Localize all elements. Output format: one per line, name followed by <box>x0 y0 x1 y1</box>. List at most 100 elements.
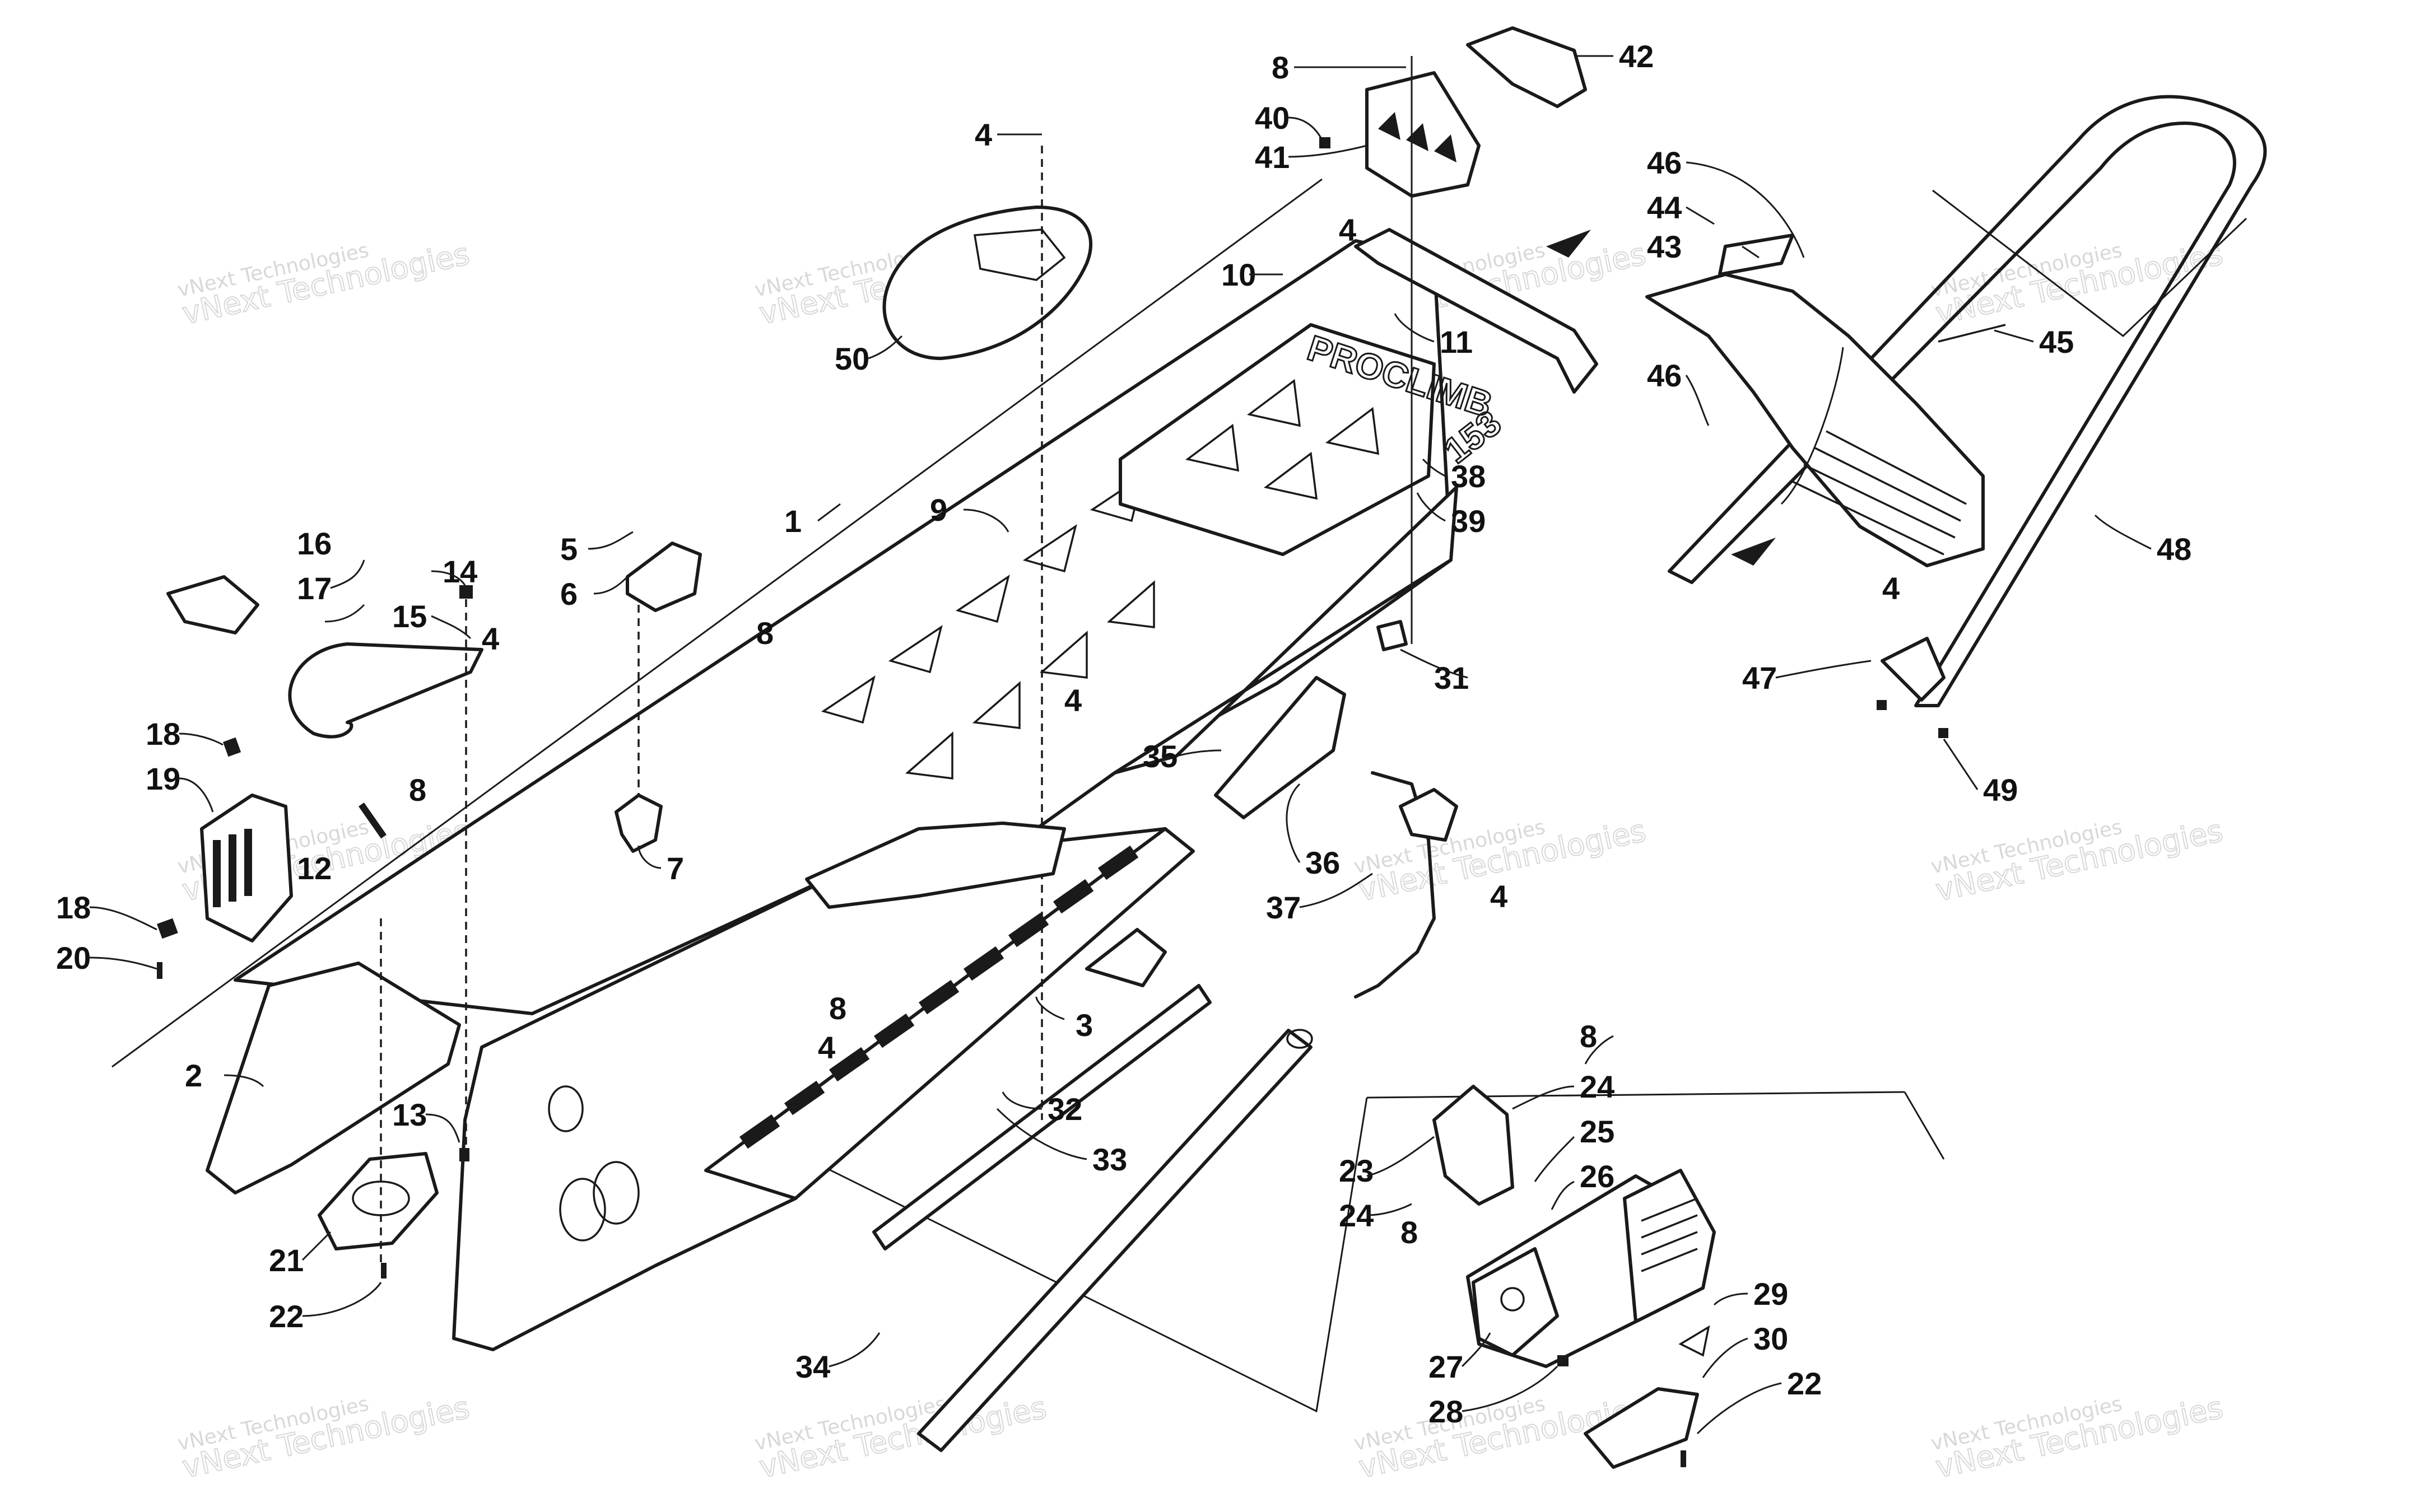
leader-line <box>1512 1085 1575 1110</box>
part-3-bracket <box>1085 928 1167 987</box>
watermark: vNext Technologies vNext Technologies <box>175 1389 473 1486</box>
part-bumper-end <box>1881 637 1946 702</box>
leader-line <box>1584 1035 1614 1065</box>
part-30-plate <box>1584 1387 1699 1469</box>
callout-label: 12 <box>297 851 332 886</box>
callout-label: 8 <box>1400 1215 1418 1250</box>
callout-label: 46 <box>1647 358 1682 393</box>
callout-label: 5 <box>560 531 578 567</box>
callout-label: 4 <box>975 117 992 152</box>
watermark: vNext Technologies vNext Technologies <box>175 236 473 332</box>
part-43-flap <box>1645 273 1985 567</box>
callout-label: 48 <box>2157 531 2191 567</box>
leader-line <box>1686 161 1805 258</box>
part-28-nut <box>1557 1355 1569 1366</box>
callout-label: 49 <box>1983 772 2018 808</box>
leader-line <box>637 845 662 869</box>
callout-label: 45 <box>2039 324 2074 360</box>
flap-ribs <box>1792 430 1967 556</box>
callout-label: 3 <box>1076 1007 1093 1043</box>
callout-label: 8 <box>1272 50 1289 85</box>
callout-label: 8 <box>829 991 846 1026</box>
part-15-handle <box>288 642 483 739</box>
part-50-bag <box>882 206 1092 360</box>
leader-line <box>1462 1365 1558 1412</box>
part-21 <box>318 1152 439 1250</box>
part-50-panel <box>973 228 1066 281</box>
leader-line <box>1551 1180 1575 1210</box>
leader-line <box>330 559 365 589</box>
callout-label: 22 <box>269 1299 304 1334</box>
leader-line <box>89 956 157 970</box>
part-20-screw <box>157 962 162 979</box>
callout-label: 29 <box>1753 1276 1788 1312</box>
leader-line <box>1780 347 1844 505</box>
right-parts <box>1645 95 2267 738</box>
callout-label: 6 <box>560 576 578 612</box>
leader-line <box>963 508 1009 533</box>
callout-label: 36 <box>1305 845 1340 880</box>
part-29-slots <box>1641 1197 1698 1272</box>
leader-line <box>1461 1332 1491 1368</box>
watermark: vNext Technologies vNext Technologies <box>1929 813 2226 909</box>
leader-line <box>179 732 224 746</box>
part-45-strip <box>1938 324 2006 343</box>
callout-label: 16 <box>297 526 332 561</box>
callout-label: 2 <box>185 1058 202 1093</box>
group-brackets <box>111 178 2247 1413</box>
callout-label: 42 <box>1619 39 1654 74</box>
callout-label: 18 <box>56 890 91 925</box>
leader-line <box>1299 872 1373 908</box>
callout-label: 19 <box>146 761 180 796</box>
running-board <box>704 827 1195 1200</box>
part-11-bracket <box>1354 228 1598 394</box>
leader-line <box>425 1113 460 1143</box>
callout-leaders <box>89 55 2152 1435</box>
leader-line <box>1288 116 1323 141</box>
callout-label: 39 <box>1451 503 1486 539</box>
upper-parts <box>882 26 1598 1120</box>
callout-label: 46 <box>1647 145 1682 180</box>
bracket-line-rear <box>1904 1091 1945 1160</box>
bracket-line-bumper <box>1932 189 2247 337</box>
callout-label: 21 <box>269 1243 304 1278</box>
part-27-bracket <box>1472 1247 1559 1357</box>
callout-label: 4 <box>1064 683 1082 718</box>
watermark: vNext Technologies vNext Technologies <box>1929 1389 2226 1486</box>
callout-label: 23 <box>1339 1153 1374 1188</box>
callout-label: 15 <box>392 599 427 634</box>
bracket-line-runner <box>604 1057 1368 1413</box>
part-4-mount <box>1399 788 1458 842</box>
part-36-panel <box>1214 676 1346 819</box>
flap-panel <box>1119 323 1436 556</box>
part-29-small <box>1678 1325 1710 1357</box>
tube-end <box>1286 1029 1313 1049</box>
rear-parts <box>1432 1085 1716 1469</box>
front-bumper-mount <box>206 962 461 1194</box>
callouts: 1 2 3 4 4 4 4 4 4 4 5 6 7 8 8 8 8 8 8 9 … <box>56 39 2191 1429</box>
callout-label: 27 <box>1428 1349 1463 1384</box>
part-16 <box>166 575 259 634</box>
part-12-spring <box>359 802 387 839</box>
leader-line <box>1366 1203 1412 1216</box>
watermark: vNext Technologies vNext Technologies <box>752 1389 1050 1486</box>
callout-label: 9 <box>930 492 947 528</box>
bracket-line-rear-2 <box>1366 1091 1905 1099</box>
arrow-indicator <box>1546 230 1591 258</box>
flap-cutouts <box>1185 379 1380 500</box>
callout-label: 24 <box>1580 1069 1614 1104</box>
callout-label: 50 <box>835 341 869 376</box>
leader-line <box>1943 739 1979 790</box>
callout-label: 43 <box>1647 229 1682 264</box>
callout-label: 40 <box>1255 100 1290 136</box>
leader-line <box>301 1231 332 1261</box>
part-13-nut <box>459 1148 469 1161</box>
leader-line <box>1742 245 1760 259</box>
part-47-bolt <box>1877 700 1887 710</box>
part-27-hole <box>1500 1287 1525 1312</box>
callout-label: 4 <box>1490 879 1507 914</box>
leader-line <box>1400 648 1468 679</box>
callout-label: 47 <box>1742 660 1777 696</box>
callout-label: 30 <box>1753 1321 1788 1356</box>
running-board-slots <box>739 845 1139 1149</box>
